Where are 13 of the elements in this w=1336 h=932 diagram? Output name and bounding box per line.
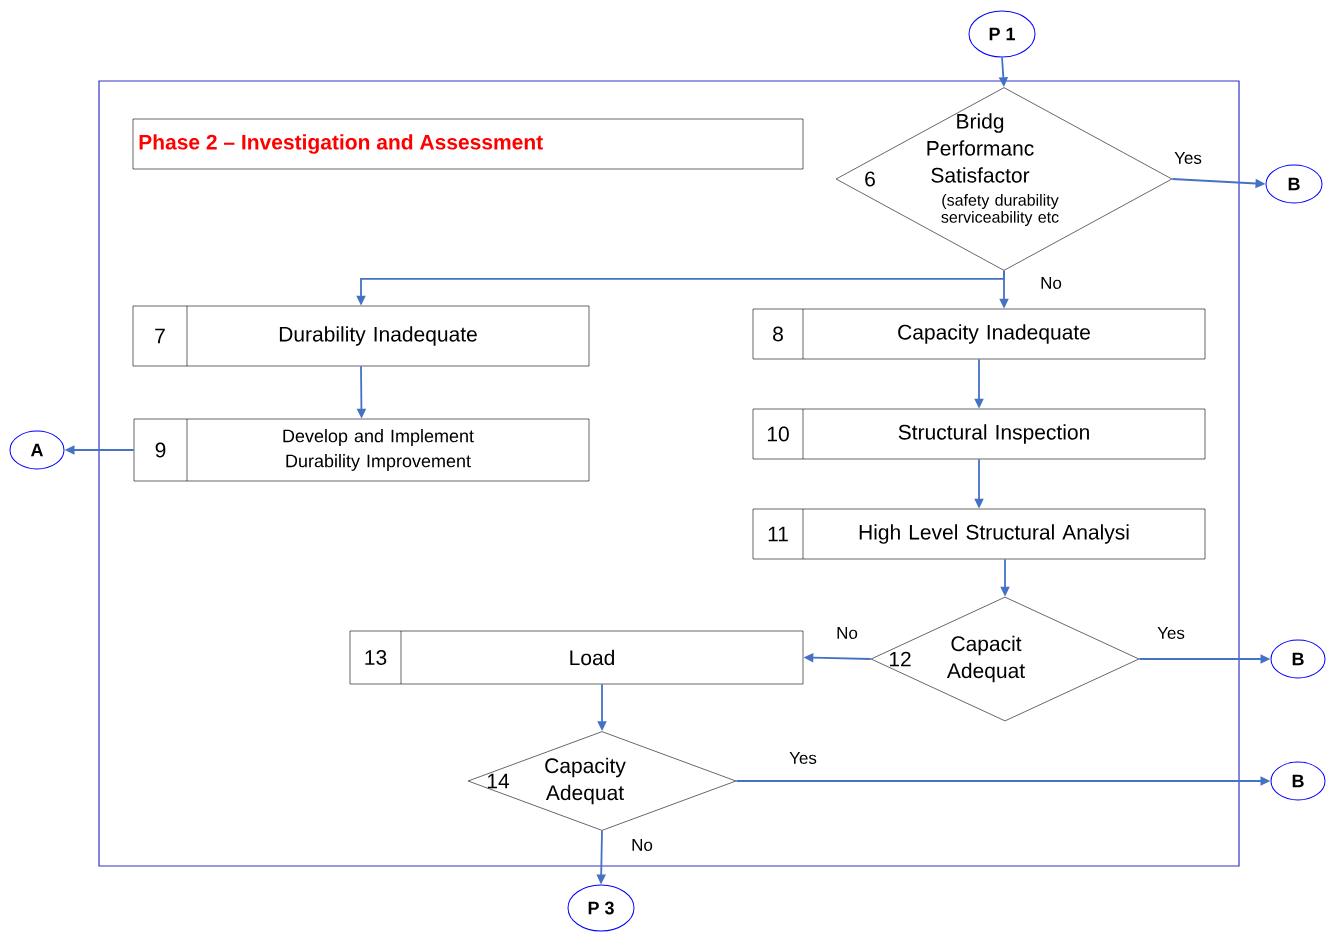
edge-label: No bbox=[835, 626, 859, 640]
process-box: 7 Durability Inadequate bbox=[132, 305, 590, 367]
process-box: 9 Develop and Implement Durability Improvement bbox=[133, 418, 590, 482]
process-box: 11 High Level Structural Analysi bbox=[752, 508, 1206, 560]
edge-label: No bbox=[1039, 276, 1063, 290]
edge-label: Yes bbox=[1173, 151, 1203, 165]
process-box: 13 Load bbox=[349, 630, 804, 685]
process-box: 10 Structural Inspection bbox=[752, 408, 1206, 460]
process-box: 8 Capacity Inadequate bbox=[752, 308, 1206, 360]
edge-label: No bbox=[630, 838, 654, 852]
edge-label: Yes bbox=[1156, 626, 1186, 640]
edge-label: Yes bbox=[788, 751, 818, 765]
title-box: Phase 2 – Investigation and Assessment bbox=[132, 118, 804, 170]
